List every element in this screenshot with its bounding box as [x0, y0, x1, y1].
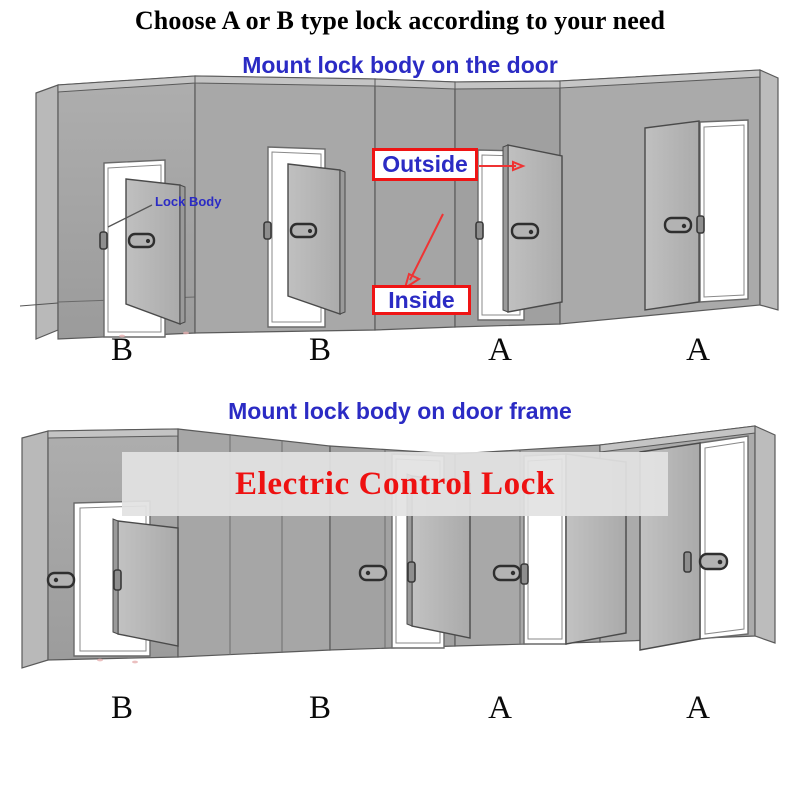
door-type-label: B	[110, 332, 133, 368]
door-type-label: B	[110, 690, 133, 726]
wall-right-endcap	[759, 69, 779, 311]
door-unit-2-type-b	[263, 146, 346, 328]
page-title: Choose A or B type lock according to you…	[134, 6, 666, 35]
diagram-mount-lock-on-door-frame: Mount lock body on door frame Electric C…	[0, 398, 800, 738]
lock-body-icon	[358, 564, 388, 582]
door-type-label: A	[686, 332, 710, 368]
wall-right-endcap-2	[754, 425, 776, 644]
door-type-labels-top: B B A A	[0, 330, 800, 370]
door-unit-3-type-a	[475, 144, 563, 321]
lock-body-icon	[698, 552, 729, 571]
electric-control-lock-banner: Electric Control Lock	[122, 452, 668, 516]
door-unit-b4-type-a	[639, 435, 749, 651]
wall-left-endcap-2	[21, 430, 49, 669]
diagram-mount-lock-on-door: Mount lock body on the door Lock Body Ou…	[0, 52, 800, 372]
door-type-label: A	[488, 690, 512, 726]
lock-body-icon	[289, 222, 318, 239]
lock-body-annotation-label: Lock Body	[155, 194, 222, 209]
door-type-label: B	[308, 332, 331, 368]
callout-outside: Outside	[372, 148, 478, 181]
door-type-label: A	[488, 332, 512, 368]
lock-body-icon	[46, 571, 76, 589]
door-unit-4-type-a	[644, 119, 749, 311]
banner-text: Electric Control Lock	[235, 465, 555, 502]
lock-body-icon	[663, 216, 693, 234]
lock-body-icon	[492, 564, 522, 582]
door-wall-illustration-bottom	[21, 425, 776, 669]
lock-body-icon	[510, 222, 540, 240]
door-type-labels-bottom: B B A A	[0, 688, 800, 728]
diagram-2-heading: Mount lock body on door frame	[228, 398, 572, 424]
door-type-label: A	[686, 690, 710, 726]
diagram-1-heading: Mount lock body on the door	[242, 52, 558, 78]
door-unit-b1-type-b	[46, 500, 179, 657]
door-type-label: B	[308, 690, 331, 726]
lock-body-icon	[127, 232, 156, 249]
wall-left-endcap	[35, 84, 59, 340]
door-unit-1-type-b	[99, 159, 186, 338]
callout-inside: Inside	[372, 285, 471, 315]
door-wall-illustration-top	[19, 69, 779, 340]
